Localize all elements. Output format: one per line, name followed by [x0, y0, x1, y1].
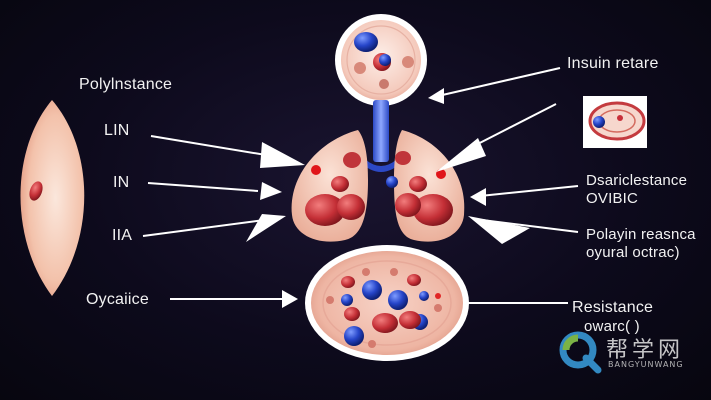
label-insulin: Insuin retare: [567, 55, 659, 72]
label-lin: LIN: [104, 122, 130, 139]
label-resistance-line2: owarc( ): [584, 318, 640, 335]
watermark-en-text: BANGYUNWANG: [608, 360, 684, 369]
label-polylnstance: Polylnstance: [79, 76, 173, 93]
right-inset-cell: [583, 96, 647, 148]
blue-tube: [360, 100, 402, 172]
watermark-cn-text: 帮学网: [606, 338, 685, 363]
arrows: [142, 67, 579, 308]
label-in: IN: [113, 174, 130, 191]
watermark: 帮学网 BANGYUNWANG: [556, 328, 706, 378]
label-dsaric-line1: Dsariclestance: [586, 172, 688, 189]
label-polyin-line1: Polayin reasnca: [586, 226, 696, 243]
watermark-logo-icon: [559, 331, 602, 374]
label-resistance-line1: Resistance: [572, 299, 654, 316]
left-organ: [20, 100, 85, 296]
label-dsaric-line2: OVIBIC: [586, 190, 639, 207]
central-organ: [291, 130, 465, 242]
top-circle-cell: [335, 14, 427, 106]
bottom-cell-dish: [305, 245, 469, 361]
label-oycaiice: Oycaiice: [86, 291, 149, 308]
label-iia: IIA: [112, 227, 133, 244]
label-polyin-line2: oyural octrac): [586, 244, 680, 261]
